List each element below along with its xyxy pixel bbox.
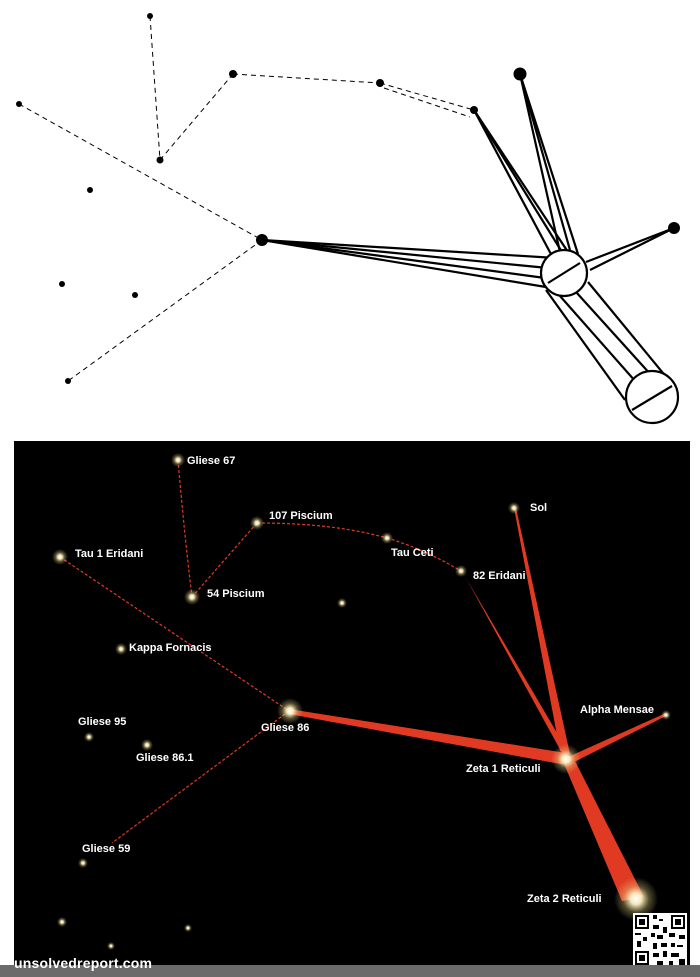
watermark-text: unsolvedreport.com: [14, 955, 153, 971]
star-alpha-mensae: [661, 710, 671, 720]
sketch-travel-line: [589, 227, 675, 271]
sketch-star: [65, 378, 71, 384]
label-zeta-2-reticuli: Zeta 2 Reticuli: [527, 893, 602, 905]
star-gliese-86-1: [141, 739, 153, 751]
star-gliese-86: [277, 698, 303, 724]
sketch-map: [16, 13, 680, 425]
star-107-piscium: [250, 516, 264, 530]
route-107piscium-tauceti: [256, 522, 388, 539]
star-map: Gliese 67 107 Piscium Tau 1 Eridani Tau …: [52, 453, 671, 950]
sketch-travel-line: [261, 238, 549, 270]
sketch-travel-line: [261, 238, 553, 290]
label-gliese-95: Gliese 95: [78, 716, 126, 728]
star-tau-1-eridani: [52, 549, 68, 565]
sketch-travel-line: [545, 289, 626, 401]
label-zeta-1-reticuli: Zeta 1 Reticuli: [466, 763, 541, 775]
label-gliese-86: Gliese 86: [261, 722, 309, 734]
sketch-star: [256, 234, 268, 246]
sketch-trade-line: [383, 87, 471, 118]
sketch-travel-line: [261, 238, 557, 260]
sketch-travel-line: [587, 281, 673, 385]
sketch-travel-line: [518, 73, 580, 255]
star-unlabeled: [184, 924, 192, 932]
star-gliese-67: [171, 453, 185, 467]
route-gliese67-54piscium: [177, 459, 193, 598]
star-unlabeled: [107, 942, 115, 950]
sketch-circle-bar: [631, 385, 673, 411]
sketch-travel-line: [473, 109, 553, 257]
sketch-travel-line: [261, 238, 546, 280]
star-map-panel: Gliese 67 107 Piscium Tau 1 Eridani Tau …: [14, 441, 690, 977]
route-zeta1-zeta2: [562, 759, 644, 901]
sketch-trade-line: [149, 15, 161, 161]
sketch-star: [147, 13, 153, 19]
route-tauceti-82eridani: [386, 537, 462, 572]
route-tau1eridani-gliese86: [59, 556, 290, 712]
label-107-piscium: 107 Piscium: [269, 510, 333, 522]
qr-code: [633, 913, 687, 967]
sketch-star: [376, 79, 384, 87]
label-alpha-mensae: Alpha Mensae: [580, 704, 654, 716]
label-tau-ceti: Tau Ceti: [391, 547, 434, 559]
star-gliese-59: [78, 858, 88, 868]
sketch-trade-line: [67, 239, 263, 382]
sketch-star: [668, 222, 680, 234]
label-gliese-86-1: Gliese 86.1: [136, 752, 194, 764]
sketch-circle-bar: [547, 262, 581, 284]
label-gliese-67: Gliese 67: [187, 455, 235, 467]
sketch-travel-line: [585, 226, 675, 264]
star-82-eridani: [455, 565, 467, 577]
sketch-star: [513, 67, 527, 81]
sketch-trade-line: [232, 73, 381, 84]
sketch-trade-line: [18, 103, 263, 241]
star-54-piscium: [184, 589, 200, 605]
sketch-travel-line: [575, 291, 653, 377]
label-gliese-59: Gliese 59: [82, 843, 130, 855]
label-kappa-fornacis: Kappa Fornacis: [129, 642, 212, 654]
route-alphamensae-zeta1: [568, 713, 666, 763]
label-sol: Sol: [530, 502, 547, 514]
star-zeta-1-reticuli: [551, 744, 581, 774]
star-gliese-95: [84, 732, 94, 742]
star-tau-ceti: [381, 532, 393, 544]
sketch-star: [229, 70, 237, 78]
sketch-star: [132, 292, 138, 298]
route-82eridani-zeta1: [461, 569, 570, 755]
sketch-star: [87, 187, 93, 193]
sketch-travel-line: [518, 73, 562, 253]
footer-bar: [0, 965, 700, 977]
label-82-eridani: 82 Eridani: [473, 570, 526, 582]
star-unlabeled: [337, 598, 347, 608]
route-sol-zeta1: [514, 508, 570, 754]
label-54-piscium: 54 Piscium: [207, 588, 265, 600]
star-unlabeled: [57, 917, 67, 927]
label-tau-1-eridani: Tau 1 Eridani: [75, 548, 143, 560]
star-sol: [508, 502, 520, 514]
sketch-travel-line: [473, 109, 569, 253]
route-gliese86-gliese59: [111, 710, 290, 844]
sketch-star: [16, 101, 22, 107]
sketch-trade-line: [159, 73, 234, 161]
sketch-trade-line: [379, 82, 475, 111]
sketch-star: [470, 106, 478, 114]
route-54piscium-107piscium: [191, 522, 258, 598]
sketch-star: [156, 156, 164, 164]
sketch-star: [59, 281, 65, 287]
star-zeta-2-reticuli: [614, 877, 658, 921]
sketch-travel-line: [559, 295, 637, 383]
route-gliese86-zeta1: [289, 709, 566, 765]
star-kappa-fornacis: [115, 643, 127, 655]
